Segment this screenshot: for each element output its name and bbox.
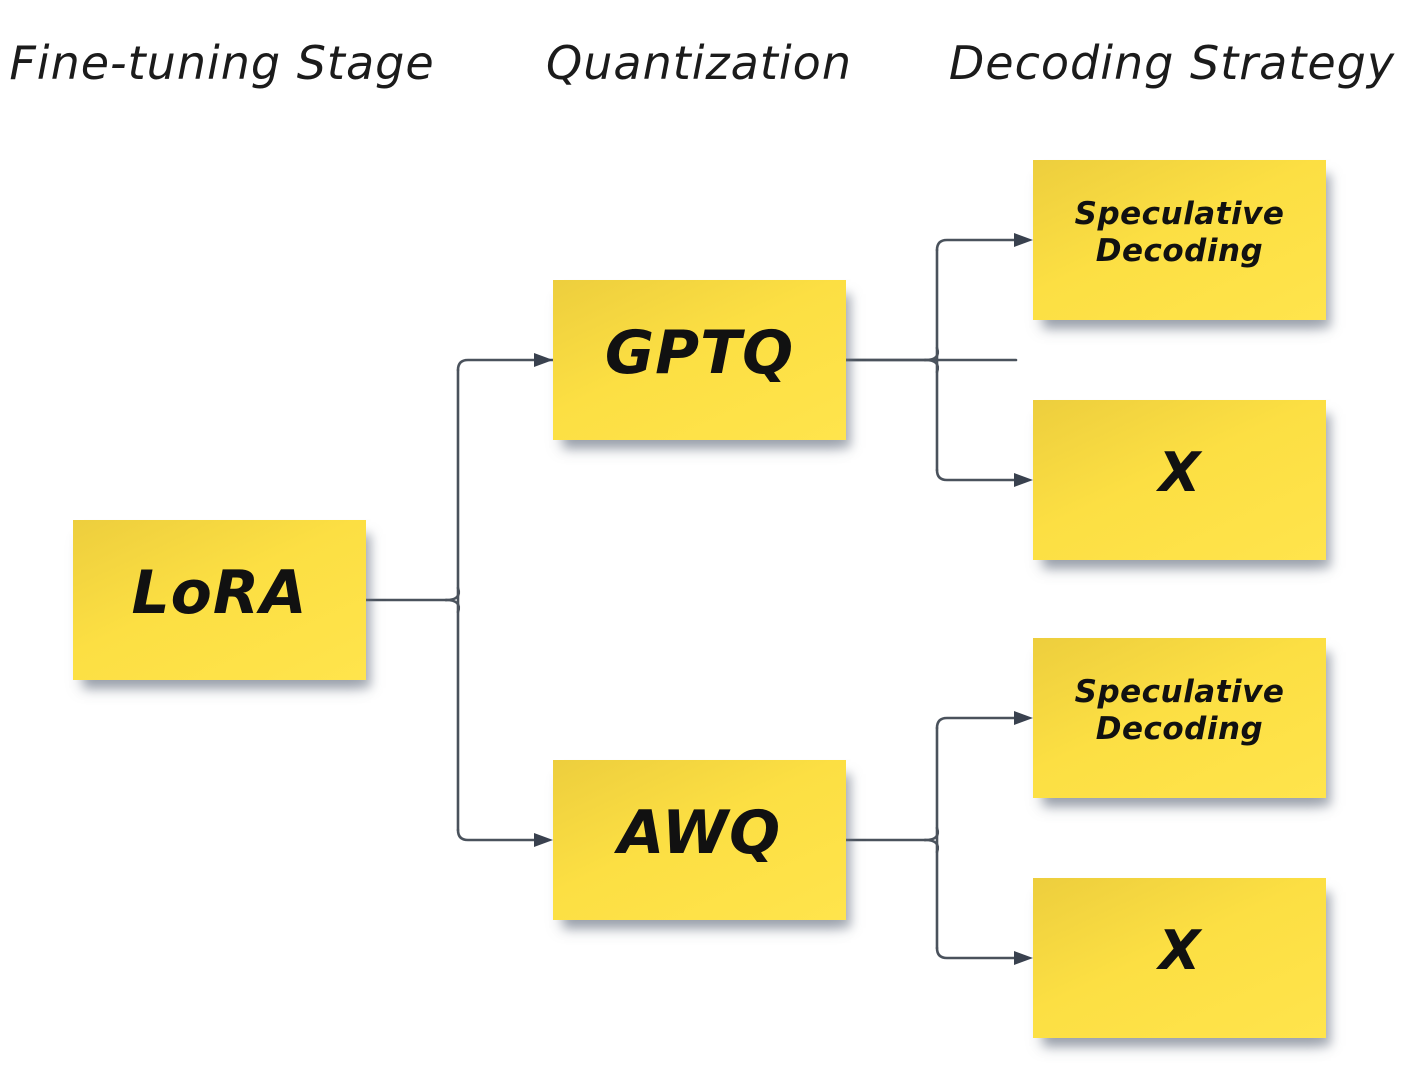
node-awq-label: AWQ xyxy=(617,798,782,868)
connector-lora-to-gptq xyxy=(456,358,1018,372)
column-header-finetuning-stage: Fine-tuning Stage xyxy=(9,36,435,90)
node-lora-label: LoRA xyxy=(131,558,308,628)
node-x-gptq-label: X xyxy=(1158,440,1201,504)
arrowhead-to-x2 xyxy=(1014,951,1033,965)
column-header-quantization: Quantization xyxy=(546,36,852,90)
connector-awq-to-sd2 xyxy=(935,716,1016,730)
node-awq: AWQ xyxy=(553,760,846,920)
node-speculative-decoding-awq: Speculative Decoding xyxy=(1033,638,1326,798)
node-gptq-label: GPTQ xyxy=(604,318,795,388)
node-x-awq: X xyxy=(1033,878,1326,1038)
node-speculative-decoding-awq-label: Speculative Decoding xyxy=(1074,673,1285,747)
connector-awq-to-x2 xyxy=(935,946,1016,960)
node-lora: LoRA xyxy=(73,520,366,680)
node-x-gptq: X xyxy=(1033,400,1326,560)
node-gptq: GPTQ xyxy=(553,280,846,440)
node-x-awq-label: X xyxy=(1158,918,1201,982)
connector-lines xyxy=(364,238,1018,960)
arrowhead-to-sd1 xyxy=(1014,233,1033,247)
connector-gptq-to-x1 xyxy=(935,468,1016,482)
node-speculative-decoding-gptq-label: Speculative Decoding xyxy=(1074,195,1285,269)
arrowhead-to-sd2 xyxy=(1014,711,1033,725)
arrowhead-to-awq xyxy=(534,833,553,847)
column-header-decoding-strategy: Decoding Strategy xyxy=(948,36,1396,90)
connector-gptq-to-sd1 xyxy=(935,238,1016,252)
connector-lora-to-awq xyxy=(456,828,536,842)
arrowhead-to-gptq xyxy=(534,353,553,367)
arrowheads xyxy=(534,233,1033,965)
node-speculative-decoding-gptq: Speculative Decoding xyxy=(1033,160,1326,320)
arrowhead-to-x1 xyxy=(1014,473,1033,487)
